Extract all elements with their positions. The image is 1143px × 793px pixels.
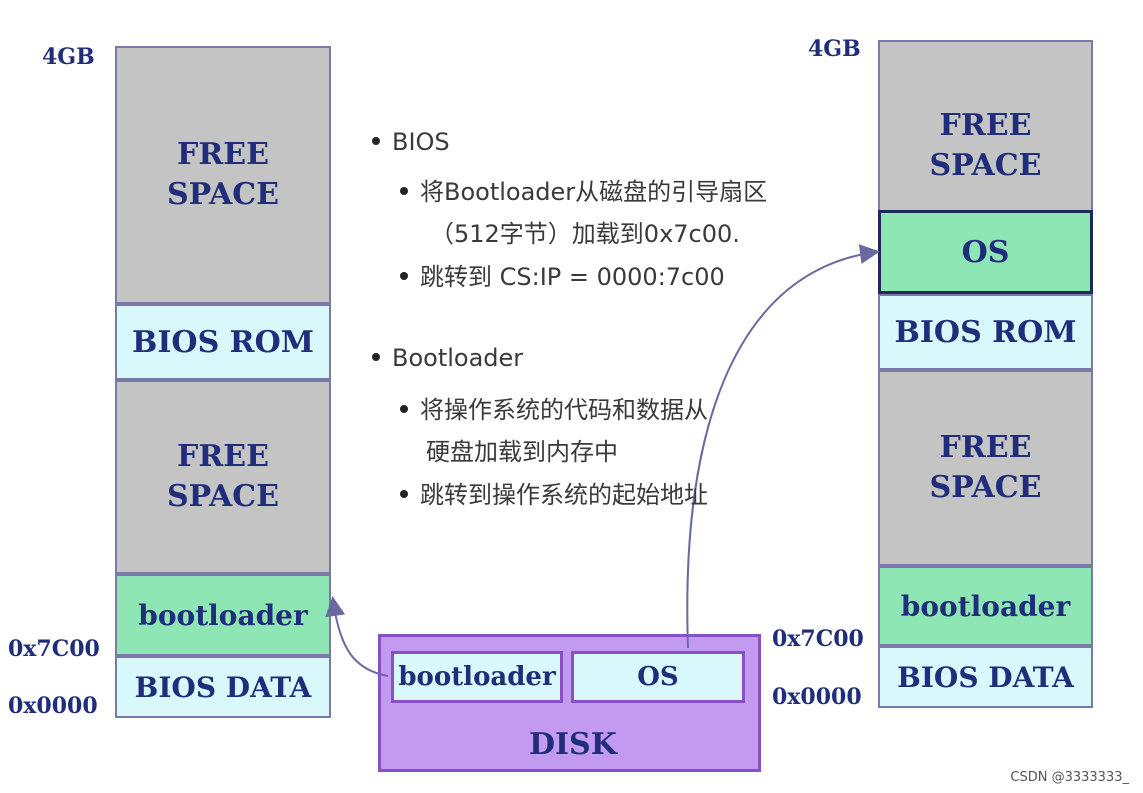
left-4gb-label: 4GB [42,44,95,70]
right-bios-data: BIOS DATA [878,646,1093,708]
watermark: CSDN @3333333_ [1010,770,1129,785]
right-bootloader: bootloader [878,566,1093,646]
left-free-space-top: FREE SPACE [115,46,331,304]
right-addr-0000: 0x0000 [772,684,862,710]
bullet-icon [372,353,380,361]
right-bios-rom: BIOS ROM [878,294,1093,370]
left-bios-rom: BIOS ROM [115,304,331,380]
disk: bootloader OS DISK [378,634,761,772]
arrow-disk-os-to-memory [686,244,880,649]
disk-os: OS [571,651,745,703]
bootloader-item-1: 将操作系统的代码和数据从 [400,390,708,425]
bullet-icon [400,187,408,195]
bullet-icon [400,490,408,498]
bootloader-heading: Bootloader [372,344,523,372]
left-bootloader: bootloader [115,574,331,656]
bullet-icon [400,405,408,413]
left-free-space-mid: FREE SPACE [115,380,331,574]
bios-heading: BIOS [372,128,450,156]
right-os: OS [878,210,1093,294]
right-free-space-mid: FREE SPACE [878,370,1093,566]
arrow-disk-bootloader-to-memory [325,596,389,677]
disk-label: DISK [529,727,617,762]
left-addr-0000: 0x0000 [8,693,98,719]
bullet-icon [400,272,408,280]
right-free-space-top: FREE SPACE [878,40,1093,212]
bios-item-1: 将Bootloader从磁盘的引导扇区 [400,172,767,207]
right-4gb-label: 4GB [808,36,861,62]
left-addr-7c00: 0x7C00 [8,636,100,662]
bios-item-2: 跳转到 CS:IP = 0000:7c00 [400,257,725,292]
bullet-icon [372,137,380,145]
bios-item-1-line-2: （512字节）加载到0x7c00. [430,220,740,248]
bootloader-item-2: 跳转到操作系统的起始地址 [400,475,708,510]
bootloader-item-1-line-2: 硬盘加载到内存中 [426,438,618,466]
left-bios-data: BIOS DATA [115,656,331,718]
disk-bootloader: bootloader [391,651,563,703]
right-addr-7c00: 0x7C00 [772,626,864,652]
